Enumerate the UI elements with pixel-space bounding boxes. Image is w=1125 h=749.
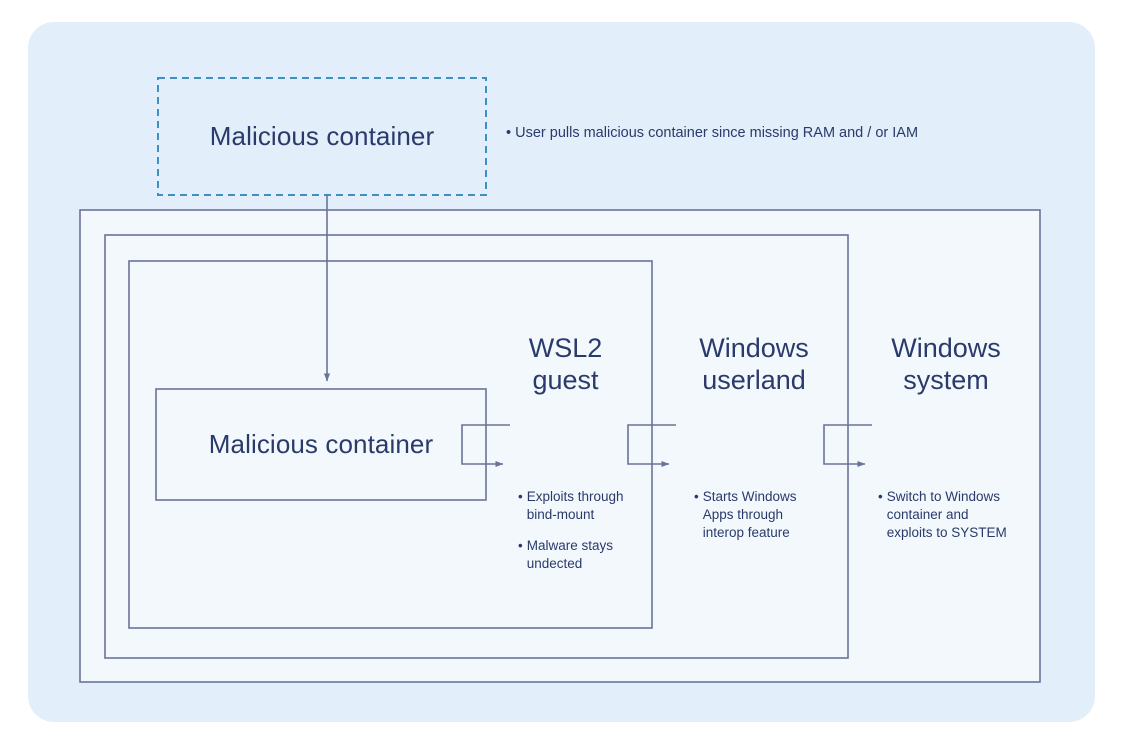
- bullet-list-windows-userland: • Starts Windows Apps through interop fe…: [694, 488, 822, 542]
- label-malicious-container-inner: Malicious container: [156, 389, 486, 500]
- arrow-escape-to-windows-userland: [627, 424, 676, 468]
- list-item: • Starts Windows Apps through interop fe…: [694, 488, 822, 542]
- bullet-icon: •: [878, 489, 883, 504]
- note-bullet-icon: •: [506, 125, 512, 141]
- arrow-escape-to-windows-system: [823, 424, 872, 468]
- arrow-escape-to-wsl2-guest: [461, 424, 510, 468]
- list-item: • Switch to Windows container and exploi…: [878, 488, 1018, 542]
- bullet-icon: •: [694, 489, 699, 504]
- box-malicious-container-top: [157, 77, 487, 196]
- note-user-pulls-container: • User pulls malicious container since m…: [506, 124, 926, 142]
- list-item: • Malware stays undected: [518, 537, 646, 573]
- heading-line-2: guest: [532, 364, 599, 395]
- label-malicious-container-top: Malicious container: [158, 78, 486, 195]
- bullet-text: Starts Windows Apps through interop feat…: [702, 489, 797, 540]
- bullet-text: Exploits through bind-mount: [526, 489, 624, 522]
- bullet-text: Switch to Windows container and exploits…: [886, 489, 1007, 540]
- bullet-text: Malware stays undected: [526, 537, 614, 571]
- bullet-list-windows-system: • Switch to Windows container and exploi…: [878, 488, 1018, 542]
- heading-line-1: Windows: [699, 333, 809, 363]
- column-heading-windows-system: Windows system: [872, 333, 1020, 397]
- bullet-icon: •: [518, 489, 523, 504]
- heading-line-2: userland: [702, 364, 806, 395]
- list-item: • Exploits through bind-mount: [518, 488, 646, 524]
- column-heading-windows-userland: Windows userland: [680, 333, 828, 397]
- note-text: User pulls malicious container since mis…: [515, 125, 919, 141]
- box-title-text: Malicious container: [208, 429, 434, 460]
- heading-line-2: system: [903, 364, 989, 395]
- bullet-icon: •: [518, 537, 523, 553]
- heading-line-1: WSL2: [528, 333, 603, 363]
- heading-line-1: Windows: [891, 333, 1001, 363]
- box-title-text: Malicious container: [209, 121, 435, 152]
- column-heading-wsl2-guest: WSL2 guest: [497, 333, 634, 397]
- box-malicious-container-inner: [155, 388, 487, 501]
- bullet-list-wsl2-guest: • Exploits through bind-mount • Malware …: [518, 488, 646, 573]
